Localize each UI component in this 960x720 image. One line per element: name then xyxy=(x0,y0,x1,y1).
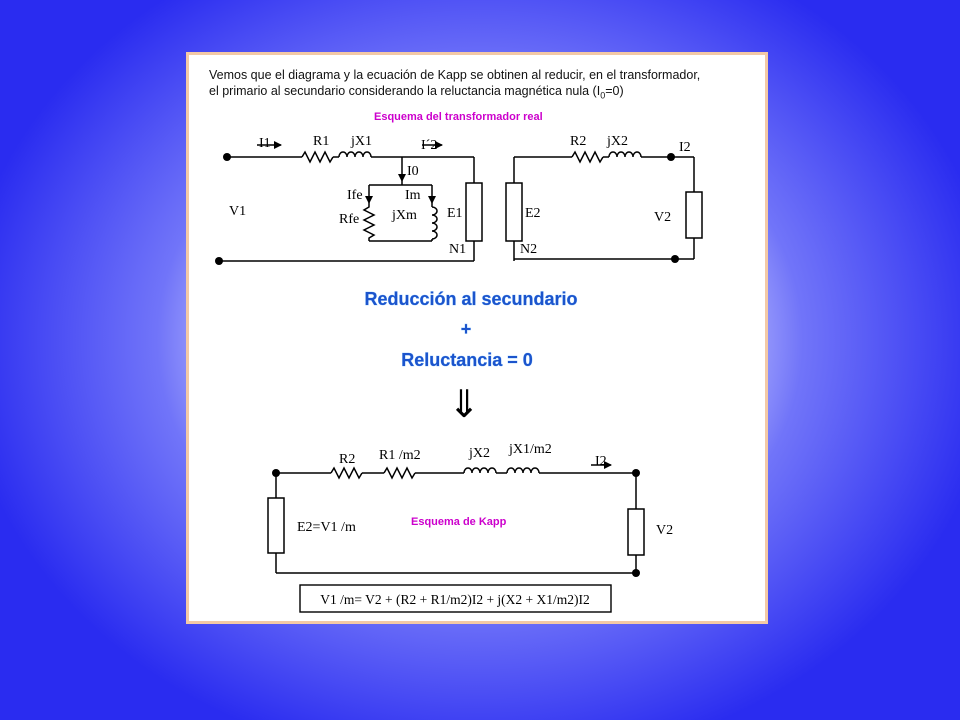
label-e1: E1 xyxy=(447,206,463,221)
label-rfe: Rfe xyxy=(339,212,359,227)
inductor-jx2 xyxy=(608,151,642,158)
kapp-circuit xyxy=(267,461,645,577)
label-jxm: jXm xyxy=(391,208,417,223)
kapp-label-i2: I2 xyxy=(595,454,607,469)
kapp-label-r1m2: R1 /m2 xyxy=(379,448,421,463)
intro-text: Vemos que el diagrama y la ecuación de K… xyxy=(209,67,769,104)
kapp-terminal-bottom-right xyxy=(632,569,640,577)
kapp-label-e2: E2=V1 /m xyxy=(297,520,356,535)
kapp-equation: V1 /m= V2 + (R2 + R1/m2)I2 + j(X2 + X1/m… xyxy=(320,592,590,607)
circuit-diagrams: Esquema del transformador real xyxy=(215,111,703,613)
secondary-circuit xyxy=(505,150,703,263)
label-n1: N1 xyxy=(449,242,466,257)
load-v2 xyxy=(685,191,703,239)
label-n2: N2 xyxy=(520,242,537,257)
label-r1: R1 xyxy=(313,134,329,149)
label-i0: I0 xyxy=(407,164,419,179)
reduction-line-2: Reluctancia = 0 xyxy=(401,350,533,370)
real-circuit-title: Esquema del transformador real xyxy=(374,111,543,123)
resistor-r1 xyxy=(301,150,334,164)
kapp-inductor-jx1m2 xyxy=(506,467,540,474)
slide-panel: Vemos que el diagrama y la ecuación de K… xyxy=(186,52,768,624)
label-r2: R2 xyxy=(570,134,586,149)
reduction-line-1: Reducción al secundario xyxy=(364,289,577,309)
kapp-title: Esquema de Kapp xyxy=(411,516,507,528)
primary-circuit xyxy=(215,141,483,265)
down-arrow-icon: ⇓ xyxy=(448,382,480,426)
label-i2-prime: I´2 xyxy=(421,138,437,153)
kapp-label-v2: V2 xyxy=(656,523,673,538)
kapp-inductor-jx2 xyxy=(463,467,497,474)
label-ife: Ife xyxy=(347,188,363,203)
label-i1: I1 xyxy=(259,136,271,151)
label-v2: V2 xyxy=(654,210,671,225)
inductor-jx1 xyxy=(338,151,372,158)
kapp-label-jx1m2: jX1/m2 xyxy=(508,442,552,457)
label-im: Im xyxy=(405,188,421,203)
label-jx1: jX1 xyxy=(350,134,372,149)
intro-line-1: Vemos que el diagrama y la ecuación de K… xyxy=(209,68,701,82)
kapp-resistor-r2 xyxy=(330,466,363,480)
label-e2: E2 xyxy=(525,206,541,221)
label-i2: I2 xyxy=(679,140,691,155)
kapp-resistor-r1m2 xyxy=(383,466,416,480)
label-v1: V1 xyxy=(229,204,246,219)
reduction-plus: + xyxy=(461,319,472,339)
resistor-r2 xyxy=(571,150,604,164)
winding-e2 xyxy=(505,182,523,242)
resistor-rfe xyxy=(362,203,376,241)
inductor-jxm xyxy=(431,206,438,240)
label-jx2: jX2 xyxy=(606,134,628,149)
kapp-label-jx2: jX2 xyxy=(468,446,490,461)
kapp-source-e2 xyxy=(267,497,285,554)
equation-box xyxy=(299,584,612,613)
winding-e1 xyxy=(465,182,483,242)
intro-line-2: el primario al secundario considerando l… xyxy=(209,84,624,101)
kapp-load-v2 xyxy=(627,508,645,556)
kapp-label-r2: R2 xyxy=(339,452,355,467)
